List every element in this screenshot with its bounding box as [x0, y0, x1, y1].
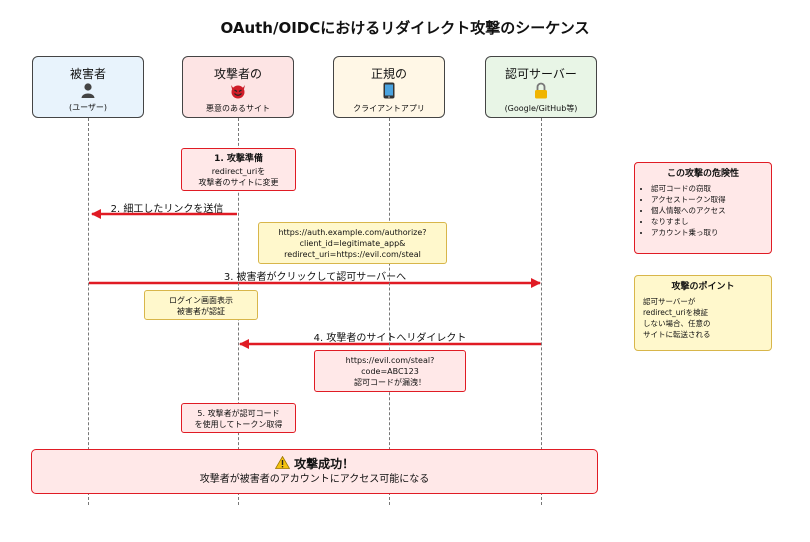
lifeline-authserver [541, 118, 542, 505]
url1-line3: redirect_uri=https://evil.com/steal [284, 250, 421, 259]
point-line: サイトに転送される [643, 330, 711, 339]
point-panel: 攻撃のポイント 認可サーバーが redirect_uriを検証 しない場合、任意… [634, 275, 772, 351]
url2-line1: https://evil.com/steal? [345, 356, 435, 365]
warning-icon [274, 455, 294, 471]
success-banner: 攻撃成功！ 攻撃者が被害者のアカウントにアクセス可能になる [31, 449, 598, 494]
diagram-title: OAuth/OIDCにおけるリダイレクト攻撃のシーケンス [220, 19, 590, 37]
login-line2: 被害者が認証 [177, 307, 225, 316]
danger-item: 認可コードの窃取 [651, 183, 763, 194]
step1-line2: 攻撃者のサイトに変更 [198, 178, 279, 187]
success-text: 攻撃者が被害者のアカウントにアクセス可能になる [199, 474, 430, 485]
step1-box: 1. 攻撃準備 redirect_uriを 攻撃者のサイトに変更 [181, 148, 296, 191]
point-line: redirect_uriを検証 [643, 308, 709, 317]
step1-title: 1. 攻撃準備 [214, 154, 263, 164]
point-line: 認可サーバーが [643, 297, 696, 306]
url1-line1: https://auth.example.com/authorize? [278, 228, 427, 237]
step2-label: 2. 細工したリンクを送信 [110, 204, 224, 215]
step1-line1: redirect_uriを [211, 167, 266, 176]
point-title: 攻撃のポイント [671, 282, 735, 292]
person-icon [33, 82, 143, 102]
point-line: しない場合、任意の [643, 319, 711, 328]
actor-attacker-name: 攻撃者の [213, 67, 262, 81]
danger-item: 個人情報へのアクセス [651, 205, 763, 216]
actor-victim-name: 被害者 [69, 67, 106, 81]
lock-icon [486, 82, 596, 103]
phone-icon [334, 82, 444, 103]
actor-victim: 被害者 (ユーザー) [32, 56, 144, 118]
danger-item: アカウント乗っ取り [651, 227, 763, 238]
step5-line2: を使用してトークン取得 [194, 420, 283, 429]
step5-line1: 5. 攻撃者が認可コード [197, 409, 280, 418]
actor-authserver-sub: (Google/GitHub等) [504, 104, 578, 113]
url2-note: https://evil.com/steal? code=ABC123 認可コー… [314, 350, 466, 392]
devil-icon [183, 82, 293, 103]
danger-panel: この攻撃の危険性 認可コードの窃取 アクセストークン取得 個人情報へのアクセス … [634, 162, 772, 254]
url1-note: https://auth.example.com/authorize? clie… [258, 222, 447, 264]
url1-line2: client_id=legitimate_app& [299, 239, 406, 248]
actor-authserver: 認可サーバー (Google/GitHub等) [485, 56, 597, 118]
step5-box: 5. 攻撃者が認可コード を使用してトークン取得 [181, 403, 296, 433]
url2-line3: 認可コードが漏洩！ [354, 378, 426, 387]
actor-client-sub: クライアントアプリ [353, 104, 425, 113]
actor-attacker-sub: 悪意のあるサイト [206, 104, 270, 113]
danger-item: なりすまし [651, 216, 763, 227]
success-title: 攻撃成功！ [294, 457, 355, 471]
login-note: ログイン画面表示 被害者が認証 [144, 290, 258, 320]
step4-label: 4. 攻撃者のサイトへリダイレクト [313, 333, 467, 344]
lifeline-victim [88, 118, 89, 505]
actor-client: 正規の クライアントアプリ [333, 56, 445, 118]
url2-line2: code=ABC123 [361, 367, 419, 376]
actor-client-name: 正規の [370, 67, 407, 81]
actor-victim-sub: (ユーザー) [68, 103, 108, 112]
lifeline-client [389, 118, 390, 505]
step3-label: 3. 被害者がクリックして認可サーバーへ [223, 272, 407, 283]
danger-list: 認可コードの窃取 アクセストークン取得 個人情報へのアクセス なりすまし アカウ… [643, 183, 763, 238]
danger-item: アクセストークン取得 [651, 194, 763, 205]
login-line1: ログイン画面表示 [169, 296, 233, 305]
actor-attacker: 攻撃者の 悪意のあるサイト [182, 56, 294, 118]
actor-authserver-name: 認可サーバー [505, 67, 577, 81]
danger-title: この攻撃の危険性 [666, 169, 739, 179]
